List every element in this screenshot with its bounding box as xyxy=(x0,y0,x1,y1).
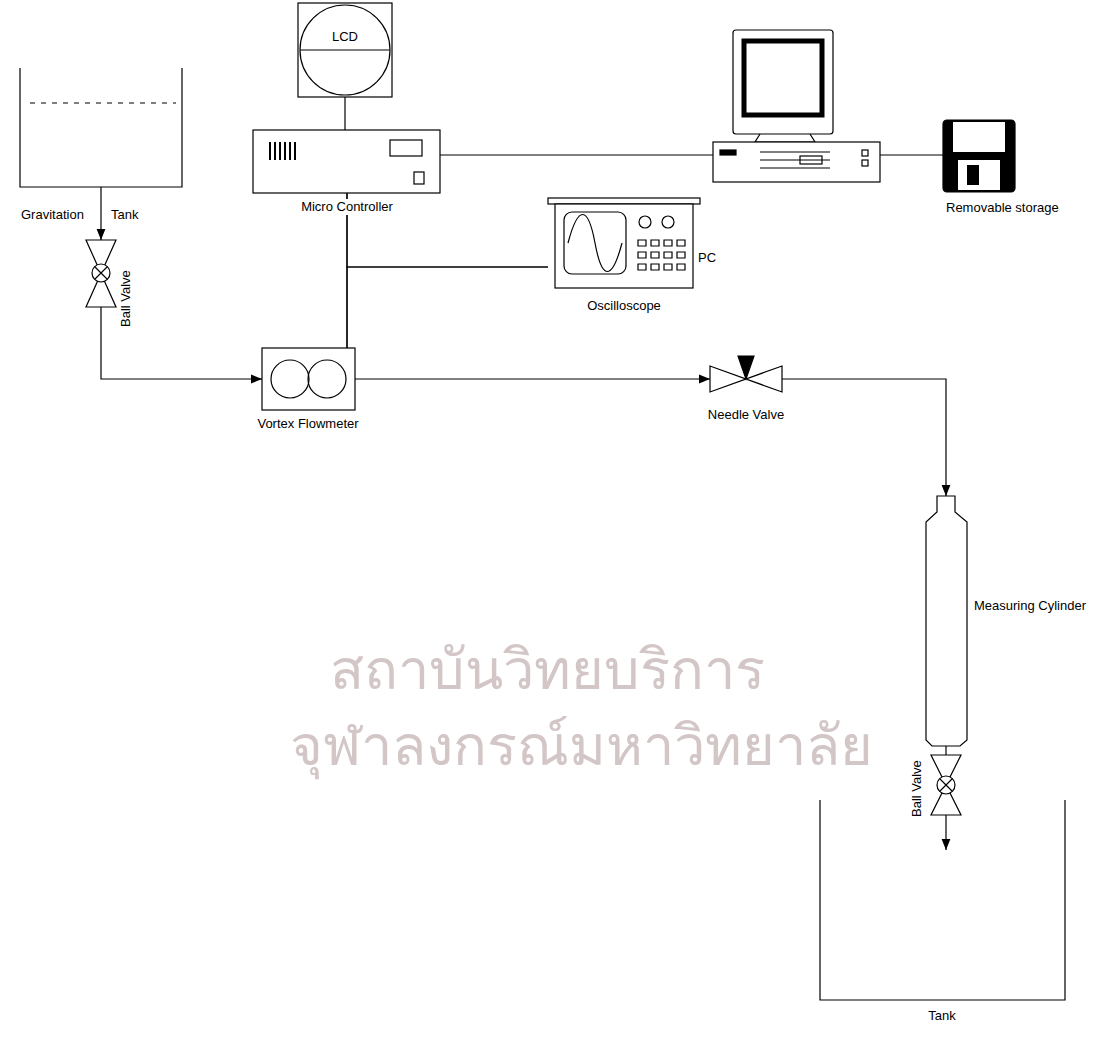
pc-drive xyxy=(800,156,822,164)
flowmeter-box xyxy=(262,348,355,410)
device-label: Tank xyxy=(927,1008,956,1024)
tank-outline xyxy=(20,68,182,187)
device-node: Vortex Flowmeter xyxy=(262,348,355,410)
lcd-circle xyxy=(300,5,390,95)
device-node: PC xyxy=(713,32,880,182)
connector xyxy=(440,154,713,155)
valve-ball xyxy=(92,264,110,282)
lcd-line xyxy=(300,49,390,50)
device-label: Measuring Cylinder xyxy=(973,598,1087,614)
device-node: Tank xyxy=(820,850,1065,1000)
device-node: Oscilloscope xyxy=(548,198,700,288)
equipment-drawing xyxy=(20,3,1065,1000)
device-node: GravitationTank xyxy=(20,68,182,187)
monitor-stand xyxy=(755,134,815,142)
needle-valve-stem xyxy=(738,356,754,379)
tank-outline xyxy=(820,800,1065,1000)
device-label: Ball Valve xyxy=(909,759,925,818)
connector xyxy=(355,378,710,379)
device-label: LCD xyxy=(331,29,359,45)
controller-box xyxy=(253,130,440,193)
flowmeter-rotor xyxy=(271,360,309,398)
scope-wave xyxy=(568,215,622,272)
controller-vents xyxy=(270,142,295,160)
floppy-window xyxy=(967,165,979,185)
pc-button xyxy=(862,150,868,156)
scope-screen xyxy=(564,212,626,274)
valve-cross xyxy=(940,779,952,791)
connector xyxy=(880,154,943,155)
water-level xyxy=(30,102,176,103)
device-node: Removable storage xyxy=(943,120,1015,192)
device-node: Needle Valve xyxy=(710,355,782,395)
lcd-frame xyxy=(298,3,392,97)
device-label: Ball Valve xyxy=(118,269,134,328)
floppy-shutter xyxy=(958,160,1000,190)
watermark-text: จุฬาลงกรณ์มหาวิทยาลัย xyxy=(290,712,873,779)
connector xyxy=(945,746,946,755)
device-node: Micro Controller xyxy=(253,130,440,193)
device-label: PC xyxy=(697,250,717,266)
controller-display xyxy=(390,140,422,156)
valve-ball xyxy=(937,776,955,794)
valve-symbol xyxy=(86,240,116,307)
device-label: Tank xyxy=(110,207,139,223)
device-label: Gravitation xyxy=(20,207,85,223)
device-node: Measuring Cylinder xyxy=(925,496,968,746)
scope-knob xyxy=(639,216,651,228)
connector xyxy=(347,267,548,348)
device-label: Needle Valve xyxy=(707,407,785,423)
watermark-text: สถาบันวิทยบริการ xyxy=(330,636,765,703)
valve-symbol xyxy=(931,755,961,815)
device-node: Ball Valve xyxy=(931,755,961,815)
scope-top xyxy=(548,198,700,204)
connector xyxy=(344,97,345,130)
scope-knob xyxy=(662,216,674,228)
floppy-disk xyxy=(943,120,1015,192)
device-label: Vortex Flowmeter xyxy=(256,416,359,432)
pc-case xyxy=(713,142,880,182)
device-label: Removable storage xyxy=(945,200,1060,216)
device-node: Ball Valve xyxy=(86,240,116,307)
device-label: Micro Controller xyxy=(300,199,394,215)
connector xyxy=(945,815,946,850)
connector xyxy=(100,187,101,240)
connector xyxy=(782,379,946,496)
monitor-screen xyxy=(744,41,822,115)
floppy-label xyxy=(953,122,1005,152)
pc-drive-lines xyxy=(760,152,830,168)
valve-cross xyxy=(95,267,107,279)
scope-body xyxy=(555,204,693,288)
flowmeter-rotor xyxy=(308,360,346,398)
pc-button xyxy=(862,160,868,166)
cylinder-outline xyxy=(926,496,967,746)
device-node: LCD xyxy=(298,3,392,97)
scope-buttons xyxy=(638,240,685,270)
pc-led xyxy=(720,150,736,155)
monitor-frame xyxy=(733,30,833,134)
controller-switch xyxy=(414,172,424,184)
device-label: Oscilloscope xyxy=(586,298,662,314)
